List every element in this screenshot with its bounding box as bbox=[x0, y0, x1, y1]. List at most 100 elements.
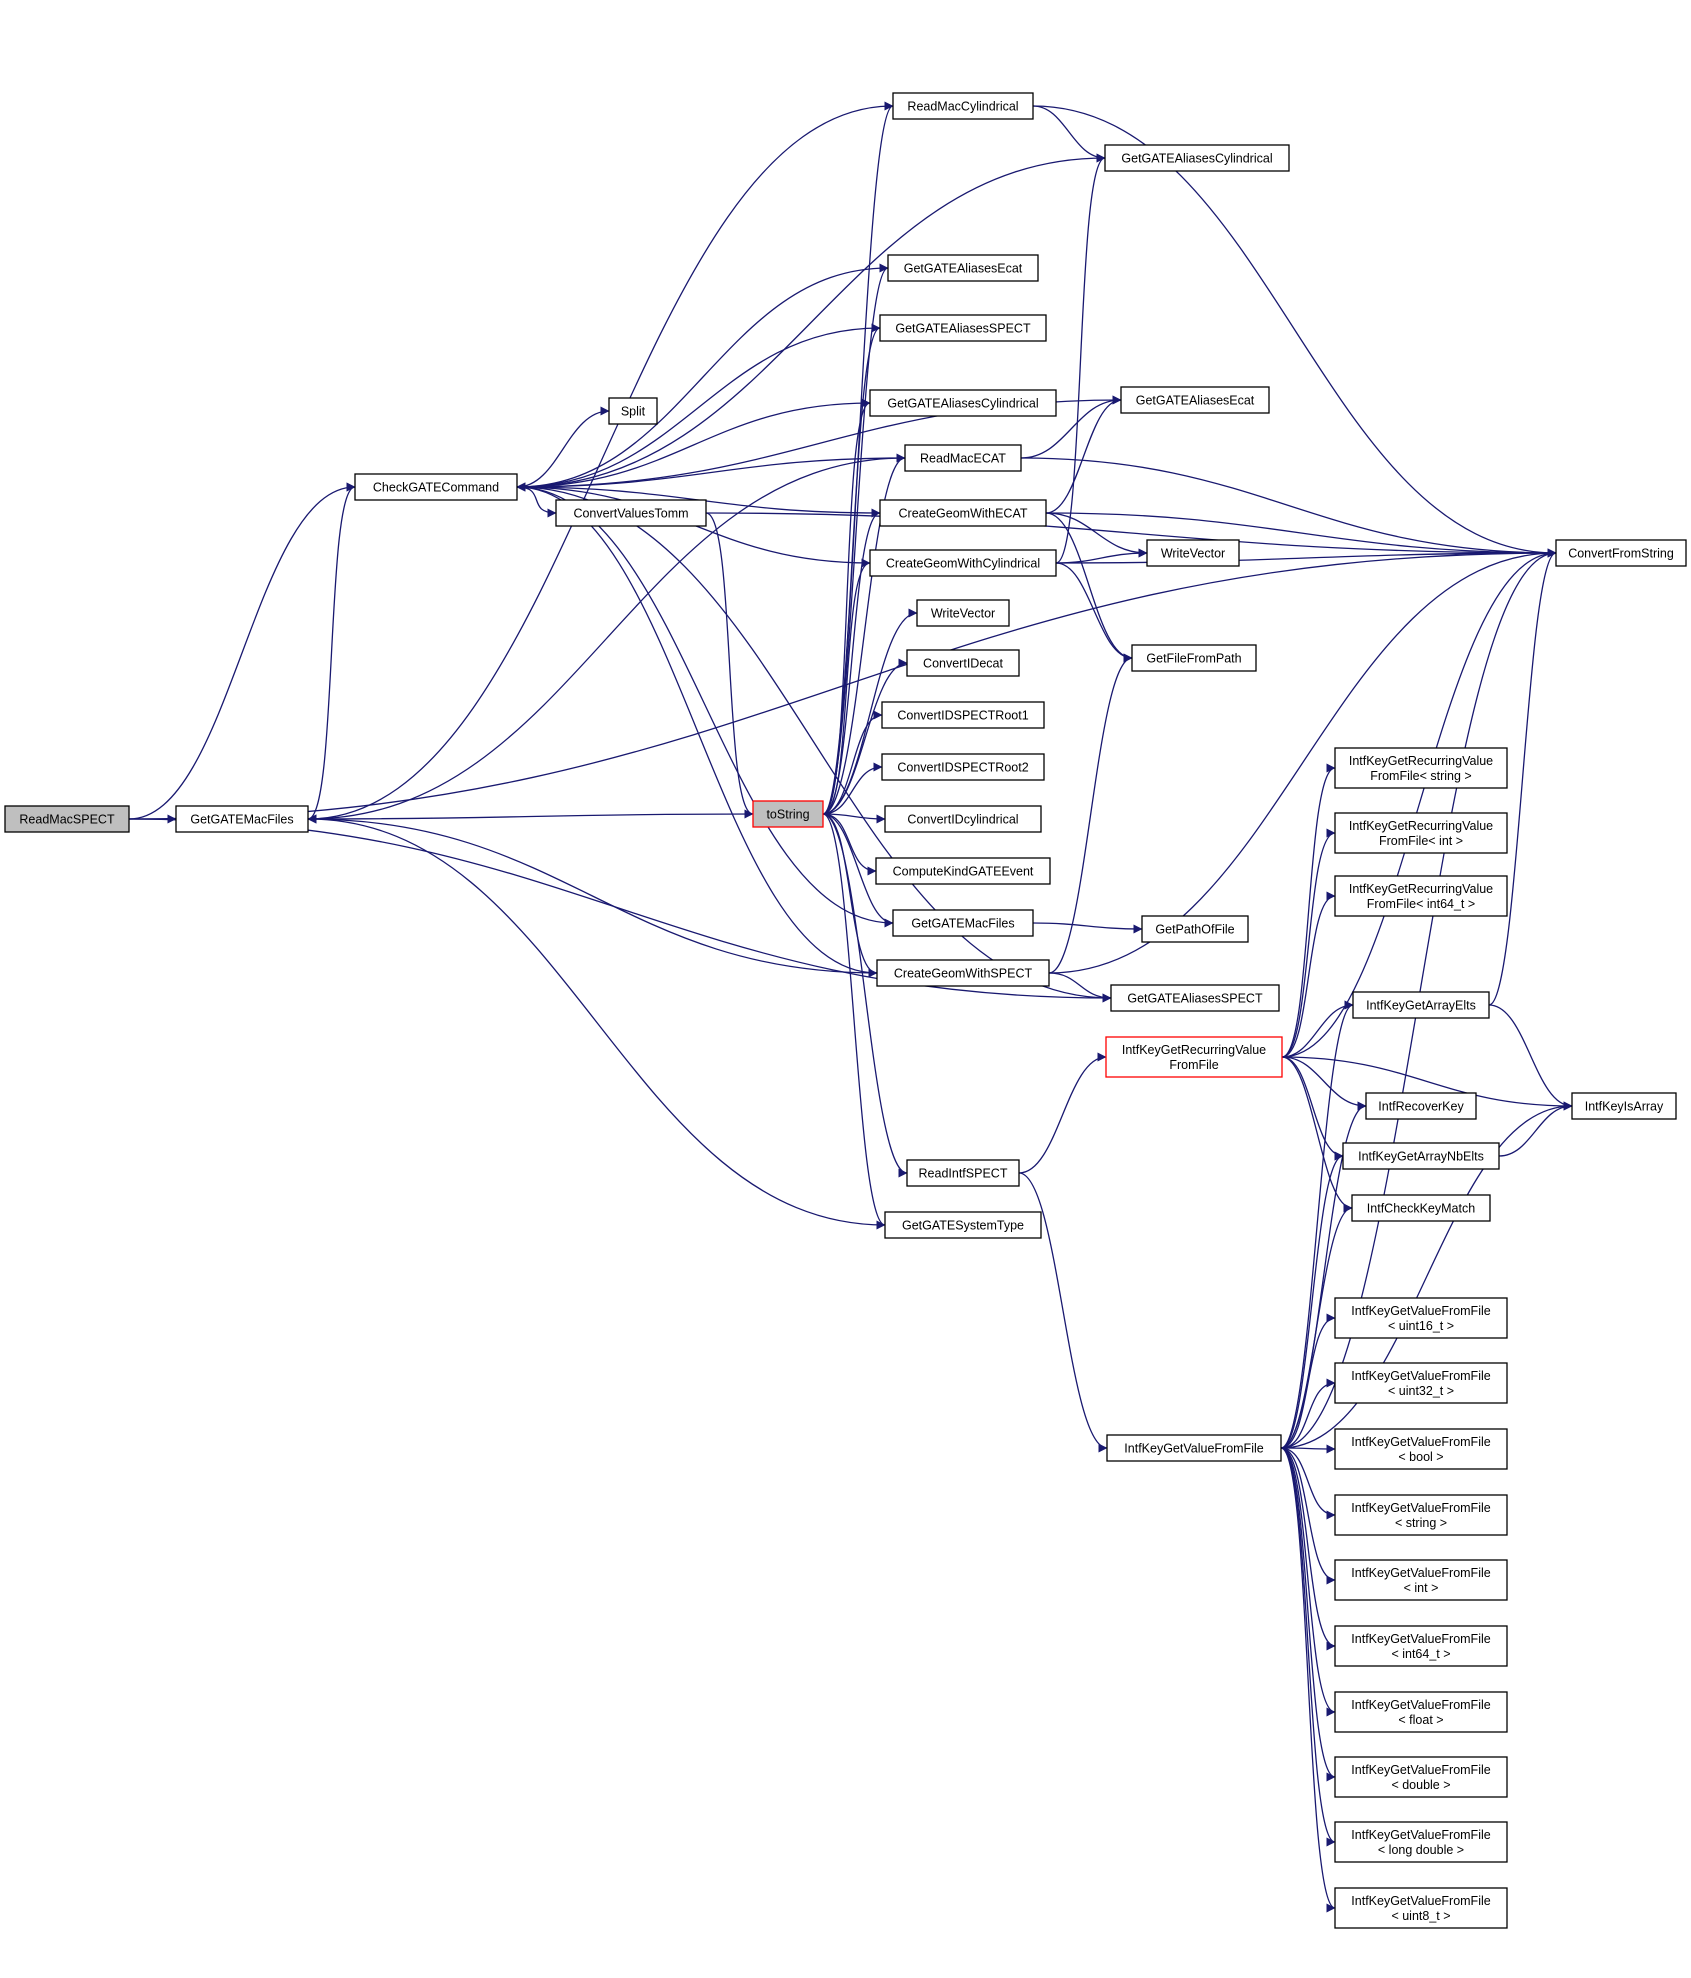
node-intf-recover-key[interactable]: IntfRecoverKey bbox=[1365, 1092, 1477, 1120]
node-value-long-double[interactable]: IntfKeyGetValueFromFile< long double > bbox=[1334, 1821, 1508, 1863]
node-get-gate-aliases-ecat2[interactable]: GetGATEAliasesEcat bbox=[1120, 386, 1270, 414]
node-box bbox=[881, 753, 1045, 781]
nodes-layer: ReadMacSPECT GetGATEMacFiles CheckGATEComm… bbox=[4, 92, 1687, 1929]
edge-intf-key-get-value-from-file-to-value-uint16 bbox=[1280, 1313, 1336, 1449]
node-intf-key-get-array-nb-elts[interactable]: IntfKeyGetArrayNbElts bbox=[1342, 1142, 1500, 1170]
node-label: CheckGATECommand bbox=[373, 481, 499, 495]
node-convert-idspect-root1[interactable]: ConvertIDSPECTRoot1 bbox=[881, 701, 1045, 729]
edge-to-string-to-convert-i-decat bbox=[822, 658, 908, 815]
edge-to-string-to-get-gate-system-type bbox=[822, 813, 886, 1230]
node-get-gate-mac-files2[interactable]: GetGATEMacFiles bbox=[892, 909, 1034, 937]
node-label: GetFileFromPath bbox=[1146, 652, 1241, 666]
edge-intf-key-get-value-from-file-to-value-float bbox=[1280, 1447, 1336, 1717]
node-label: toString bbox=[766, 808, 809, 822]
edge-to-string-to-convert-idspect-root2 bbox=[822, 762, 883, 815]
node-label: IntfKeyGetRecurringValue bbox=[1349, 882, 1493, 896]
node-label: IntfKeyGetValueFromFile bbox=[1124, 1442, 1263, 1456]
edge-to-string-to-get-gate-mac-files1 bbox=[307, 813, 754, 824]
node-convert-idspect-root2[interactable]: ConvertIDSPECTRoot2 bbox=[881, 753, 1045, 781]
node-read-mac-spect[interactable]: ReadMacSPECT bbox=[4, 805, 130, 833]
node-get-gate-aliases-cylindrical1[interactable]: GetGATEAliasesCylindrical bbox=[869, 389, 1057, 417]
edge-intf-key-get-value-from-file-to-value-uint32 bbox=[1280, 1378, 1336, 1449]
node-box bbox=[1105, 1036, 1283, 1078]
edge-intf-key-get-value-from-file-to-value-int bbox=[1280, 1447, 1336, 1585]
node-get-gate-aliases-cylindrical2[interactable]: GetGATEAliasesCylindrical bbox=[1104, 144, 1290, 172]
node-convert-values-tomm[interactable]: ConvertValuesTomm bbox=[555, 499, 707, 527]
node-intf-key-get-value-from-file[interactable]: IntfKeyGetValueFromFile bbox=[1106, 1434, 1282, 1462]
node-label: ReadMacCylindrical bbox=[907, 100, 1018, 114]
node-value-uint32[interactable]: IntfKeyGetValueFromFile< uint32_t > bbox=[1334, 1362, 1508, 1404]
node-create-geom-with-spect[interactable]: CreateGeomWithSPECT bbox=[876, 959, 1050, 987]
edge-create-geom-with-spect-to-get-gate-mac-files1 bbox=[307, 814, 878, 974]
node-get-gate-aliases-spect1[interactable]: GetGATEAliasesSPECT bbox=[879, 314, 1047, 342]
node-box bbox=[1334, 1428, 1508, 1470]
node-convert-i-decat[interactable]: ConvertIDecat bbox=[906, 649, 1020, 677]
node-check-gate-command[interactable]: CheckGATECommand bbox=[354, 473, 518, 501]
edge-intf-key-get-recurring-value-from-file-to-recurring-int bbox=[1281, 828, 1336, 1058]
edge-read-intf-spect-to-intf-key-get-value-from-file bbox=[1018, 1172, 1108, 1453]
edge-to-string-to-create-geom-with-spect bbox=[822, 813, 878, 978]
node-box bbox=[1334, 747, 1508, 789]
node-box bbox=[1141, 915, 1249, 943]
node-write-vector1[interactable]: WriteVector bbox=[916, 599, 1010, 627]
node-to-string[interactable]: toString bbox=[752, 800, 824, 828]
node-label: GetGATEAliasesCylindrical bbox=[1121, 152, 1272, 166]
node-box bbox=[1120, 386, 1270, 414]
node-convert-i-dcylindrical[interactable]: ConvertIDcylindrical bbox=[884, 805, 1042, 833]
node-get-gate-system-type[interactable]: GetGATESystemType bbox=[884, 1211, 1042, 1239]
node-label: ReadMacSPECT bbox=[19, 813, 115, 827]
node-write-vector2[interactable]: WriteVector bbox=[1146, 539, 1240, 567]
node-box bbox=[555, 499, 707, 527]
node-get-file-from-path[interactable]: GetFileFromPath bbox=[1131, 644, 1257, 672]
edge-get-gate-aliases-cylindrical2-to-check-gate-command bbox=[516, 157, 1106, 492]
node-label: GetGATEAliasesEcat bbox=[904, 262, 1023, 276]
node-value-uint16[interactable]: IntfKeyGetValueFromFile< uint16_t > bbox=[1334, 1297, 1508, 1339]
node-label: < bool > bbox=[1398, 1450, 1443, 1464]
node-box bbox=[1131, 644, 1257, 672]
node-split[interactable]: Split bbox=[608, 397, 658, 425]
node-intf-check-key-match[interactable]: IntfCheckKeyMatch bbox=[1351, 1194, 1491, 1222]
edge-intf-key-get-value-from-file-to-intf-key-get-array-nb-elts bbox=[1280, 1151, 1344, 1449]
node-value-double[interactable]: IntfKeyGetValueFromFile< double > bbox=[1334, 1756, 1508, 1798]
edge-read-mac-cylindrical-to-get-gate-mac-files1 bbox=[307, 105, 894, 824]
node-box bbox=[875, 857, 1051, 885]
edge-intf-key-get-value-from-file-to-value-long-double bbox=[1280, 1447, 1336, 1847]
node-label: < string > bbox=[1395, 1516, 1447, 1530]
node-value-int64[interactable]: IntfKeyGetValueFromFile< int64_t > bbox=[1334, 1625, 1508, 1667]
node-box bbox=[752, 800, 824, 828]
node-convert-from-string[interactable]: ConvertFromString bbox=[1555, 539, 1687, 567]
node-intf-key-is-array[interactable]: IntfKeyIsArray bbox=[1571, 1092, 1677, 1120]
node-label: IntfCheckKeyMatch bbox=[1367, 1202, 1475, 1216]
node-intf-key-get-array-elts[interactable]: IntfKeyGetArrayElts bbox=[1352, 991, 1490, 1019]
node-box bbox=[1555, 539, 1687, 567]
node-value-float[interactable]: IntfKeyGetValueFromFile< float > bbox=[1334, 1691, 1508, 1733]
edge-convert-values-tomm-to-convert-from-string bbox=[705, 512, 1557, 558]
node-read-mac-cylindrical[interactable]: ReadMacCylindrical bbox=[892, 92, 1034, 120]
node-value-bool[interactable]: IntfKeyGetValueFromFile< bool > bbox=[1334, 1428, 1508, 1470]
node-compute-kind-gate-event[interactable]: ComputeKindGATEEvent bbox=[875, 857, 1051, 885]
node-read-mac-ecat[interactable]: ReadMacECAT bbox=[904, 444, 1022, 472]
node-value-uint8[interactable]: IntfKeyGetValueFromFile< uint8_t > bbox=[1334, 1887, 1508, 1929]
node-label: < uint8_t > bbox=[1391, 1909, 1450, 1923]
node-get-gate-aliases-spect2[interactable]: GetGATEAliasesSPECT bbox=[1110, 984, 1280, 1012]
edge-create-geom-with-ecat-to-get-file-from-path bbox=[1045, 512, 1133, 663]
node-get-gate-mac-files1[interactable]: GetGATEMacFiles bbox=[175, 805, 309, 833]
node-label: GetGATEAliasesSPECT bbox=[895, 322, 1031, 336]
node-box bbox=[4, 805, 130, 833]
node-create-geom-with-ecat[interactable]: CreateGeomWithECAT bbox=[879, 499, 1047, 527]
node-create-geom-with-cylindrical[interactable]: CreateGeomWithCylindrical bbox=[869, 549, 1057, 577]
node-value-string[interactable]: IntfKeyGetValueFromFile< string > bbox=[1334, 1494, 1508, 1536]
node-label: IntfKeyGetValueFromFile bbox=[1351, 1501, 1490, 1515]
node-get-path-of-file[interactable]: GetPathOfFile bbox=[1141, 915, 1249, 943]
node-get-gate-aliases-ecat1[interactable]: GetGATEAliasesEcat bbox=[887, 254, 1039, 282]
edge-get-gate-aliases-ecat1-to-check-gate-command bbox=[516, 267, 889, 492]
edge-get-gate-system-type-to-get-gate-mac-files1 bbox=[307, 814, 886, 1226]
edge-intf-key-get-value-from-file-to-value-int64 bbox=[1280, 1447, 1336, 1651]
node-read-intf-spect[interactable]: ReadIntfSPECT bbox=[906, 1159, 1020, 1187]
node-value-int[interactable]: IntfKeyGetValueFromFile< int > bbox=[1334, 1559, 1508, 1601]
